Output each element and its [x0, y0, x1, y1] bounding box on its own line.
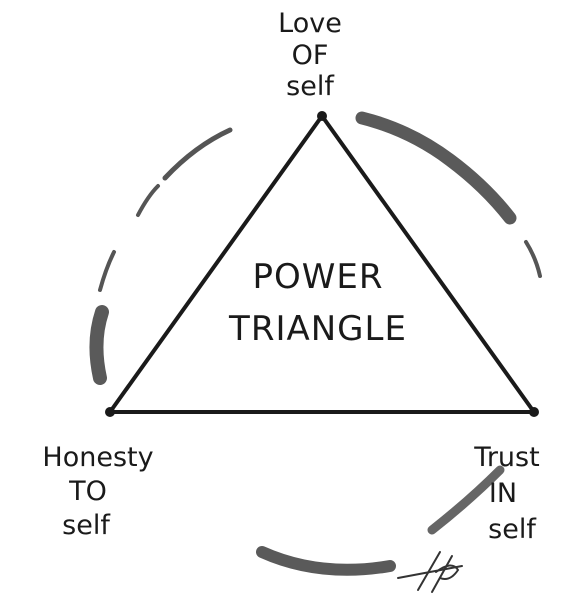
power-triangle: [108, 114, 536, 414]
vertex-right-line2: IN: [489, 478, 517, 509]
vertex-top-line1: Love: [278, 8, 342, 39]
vertex-left-line1: Honesty: [42, 442, 153, 473]
vertex-left-line3: self: [62, 510, 111, 541]
center-title-line2: TRIANGLE: [228, 309, 407, 349]
dashed-circle: [89, 111, 542, 576]
vertex-right-line3: self: [488, 514, 537, 545]
vertex-right-line1: Trust: [473, 442, 539, 473]
circle-arc-right: [524, 240, 542, 278]
circle-arc-top-right: [355, 111, 517, 225]
circle-arc-bottom: [256, 546, 396, 576]
vertex-left-line2: TO: [68, 476, 107, 507]
center-title-line1: POWER: [253, 257, 384, 297]
circle-arc-left-small: [98, 250, 116, 292]
vertex-dot-left: [105, 407, 115, 417]
circle-arc-top-left: [162, 127, 233, 181]
circle-arc-left-thick: [89, 305, 109, 385]
artist-signature-icon: [397, 551, 463, 593]
vertex-top-line2: OF: [292, 40, 329, 71]
vertex-label-right: Trust IN self: [473, 442, 539, 545]
vertex-label-top: Love OF self: [278, 8, 342, 102]
vertex-label-left: Honesty TO self: [42, 442, 153, 541]
vertex-dot-top: [317, 111, 327, 121]
circle-arc-left-upper: [136, 184, 160, 217]
vertex-top-line3: self: [286, 71, 335, 102]
vertex-dot-right: [529, 407, 539, 417]
circle-arc-bottom-right: [427, 465, 505, 535]
